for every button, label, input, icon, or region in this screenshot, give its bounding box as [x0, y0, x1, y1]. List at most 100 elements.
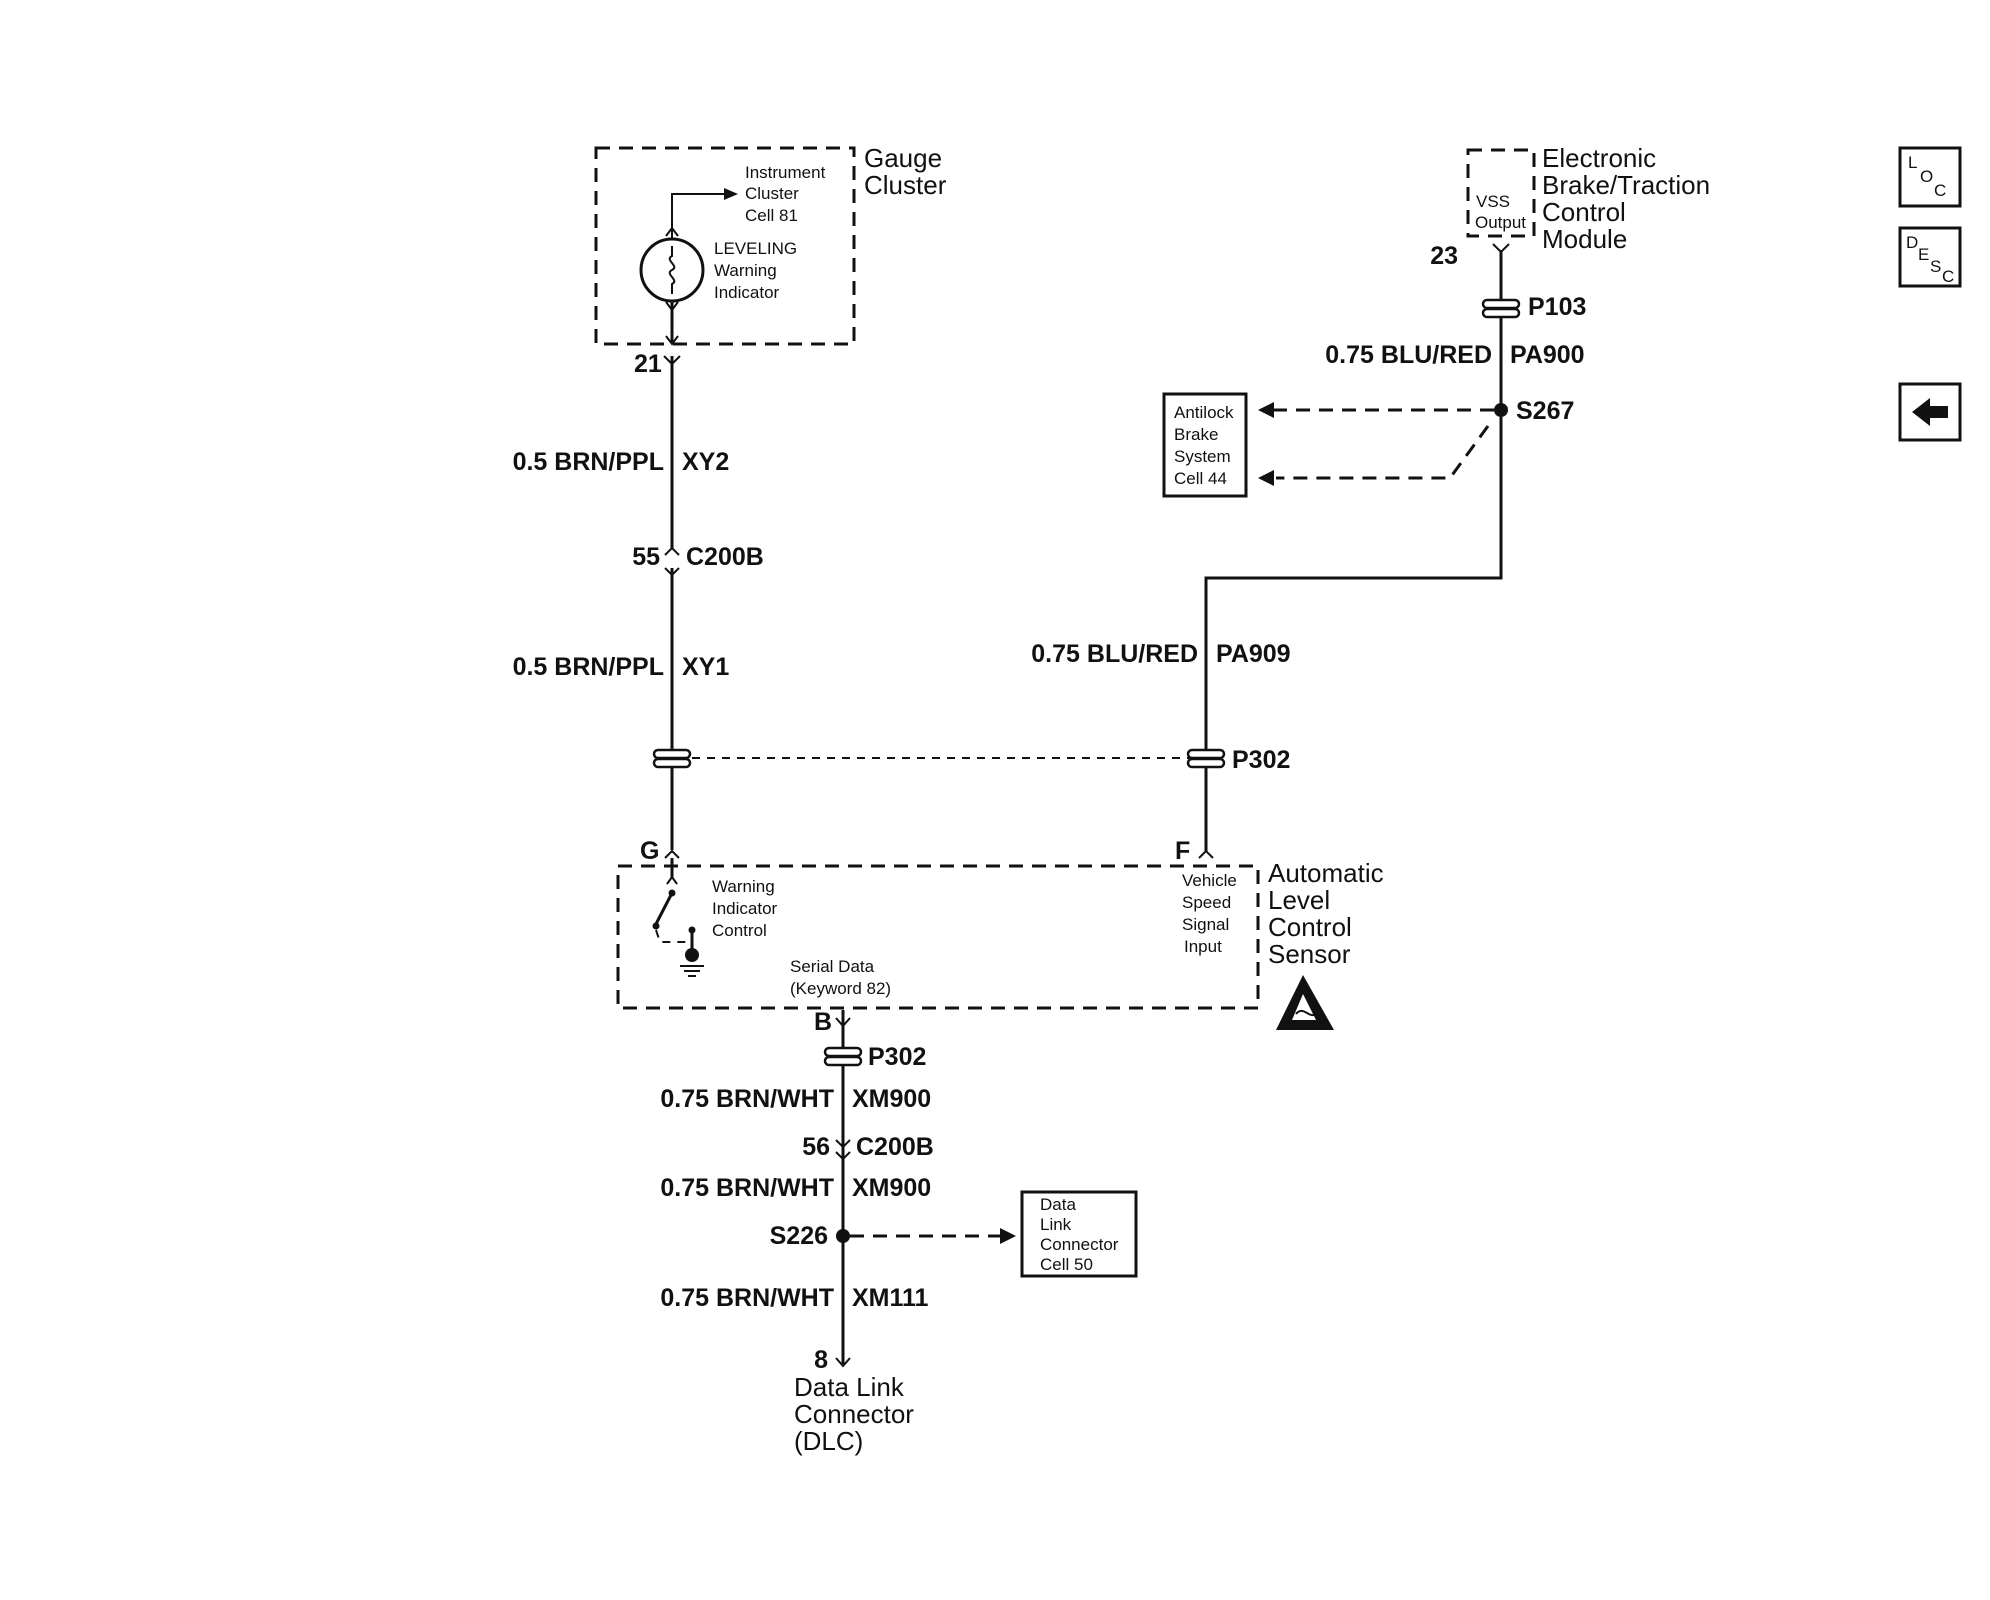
connector-c200b-top: 55 C200B [632, 543, 764, 577]
wire-pa909-circuit: PA909 [1216, 640, 1291, 668]
pin-terminal-icon [835, 1357, 851, 1368]
wire-xm111-circuit: XM111 [852, 1284, 929, 1312]
ebtcm-label-3: Control [1542, 197, 1626, 227]
c200b-bottom-pin: 56 [802, 1133, 830, 1161]
alc-sensor-label-2: Level [1268, 885, 1330, 915]
ebtcm-label-1: Electronic [1542, 143, 1656, 173]
arrow-right-icon [724, 188, 738, 200]
p302-bottom-label: P302 [868, 1043, 926, 1071]
alc-sensor-label-3: Control [1268, 912, 1352, 942]
splice-s226-dot [836, 1229, 850, 1243]
vss-input-label-2: Speed [1182, 893, 1231, 912]
abs-ref-line-1: Antilock [1174, 403, 1234, 422]
alc-pin-b: B [814, 1008, 832, 1036]
abs-cell-44-ref: Antilock Brake System Cell 44 [1162, 392, 1248, 498]
c200b-top-pin: 55 [632, 543, 660, 571]
wire-xm900b-circuit: XM900 [852, 1174, 931, 1202]
arrow-right-icon [1000, 1228, 1016, 1244]
wire-pa900-circuit: PA900 [1510, 341, 1585, 369]
p302-bottom-grommet [823, 1046, 863, 1067]
wire-xm111-gauge: 0.75 BRN/WHT [660, 1284, 834, 1312]
ebtcm-pin: 23 [1430, 242, 1458, 270]
gauge-cluster-label-2: Cluster [864, 170, 947, 200]
dlc-label-1: Data Link [794, 1372, 905, 1402]
desc-button[interactable]: D E S C [1898, 226, 1962, 288]
wire-pa909 [1204, 417, 1503, 852]
dlc-pin: 8 [814, 1346, 828, 1374]
dlc-label-3: (DLC) [794, 1426, 863, 1456]
switch-arm-icon [654, 892, 674, 925]
gauge-cluster-pin: 21 [634, 350, 662, 378]
p302-top-label: P302 [1232, 746, 1290, 774]
instrument-cluster-ref-2: Cluster [745, 184, 799, 203]
wire-pa900-gauge: 0.75 BLU/RED [1325, 341, 1492, 369]
alc-sensor: G F Warning Indicator Control Vehicle Sp… [616, 837, 1384, 1030]
connector-c200b-bottom: 56 C200B [802, 1133, 934, 1161]
vss-input-label-1: Vehicle [1182, 871, 1237, 890]
warning-control-label-1: Warning [712, 877, 775, 896]
bulb-filament-icon [668, 246, 676, 294]
ebtcm-module: VSS Output Electronic Brake/Traction Con… [1466, 143, 1710, 254]
abs-ref-line-3: System [1174, 447, 1231, 466]
splice-s226-label: S226 [770, 1222, 828, 1250]
serial-data-label-2: (Keyword 82) [790, 979, 891, 998]
wire-xm900a-circuit: XM900 [852, 1085, 931, 1113]
arrow-left-icon [1258, 402, 1274, 418]
dlc-ref-line-1: Data [1040, 1195, 1076, 1214]
dlc-cell-50-ref: Data Link Connector Cell 50 [1020, 1190, 1138, 1278]
esd-warning-icon [1276, 975, 1334, 1030]
loc-letter-l: L [1908, 153, 1917, 172]
loc-letter-c: C [1934, 181, 1946, 200]
alc-pin-g: G [640, 837, 659, 865]
p302-left-grommet [652, 748, 692, 769]
leveling-indicator-label-2: Warning [714, 261, 777, 280]
abs-link-bottom [1276, 425, 1490, 480]
dlc-ref-line-2: Link [1040, 1215, 1072, 1234]
dlc-ref-line-4: Cell 50 [1040, 1255, 1093, 1274]
loc-button[interactable]: L O C [1898, 146, 1962, 208]
alc-sensor-label-4: Sensor [1268, 939, 1351, 969]
desc-letter-c: C [1942, 267, 1954, 286]
wire-pa909-gauge: 0.75 BLU/RED [1031, 640, 1198, 668]
instrument-cluster-ref-3: Cell 81 [745, 206, 798, 225]
wire-xm900a-gauge: 0.75 BRN/WHT [660, 1085, 834, 1113]
p103-label: P103 [1528, 293, 1586, 321]
loc-letter-o: O [1920, 167, 1933, 186]
desc-letter-d: D [1906, 233, 1918, 252]
wire-xy1-circuit: XY1 [682, 653, 729, 681]
wire-xm900b-gauge: 0.75 BRN/WHT [660, 1174, 834, 1202]
dlc-ref-line-3: Connector [1040, 1235, 1119, 1254]
wire-xy2-gauge: 0.5 BRN/PPL [513, 448, 664, 476]
gauge-cluster-box [594, 146, 856, 346]
desc-letter-e: E [1918, 245, 1929, 264]
gauge-cluster-label-1: Gauge [864, 143, 942, 173]
warning-control-label-3: Control [712, 921, 767, 940]
alc-pin-f: F [1175, 837, 1190, 865]
dlc-label-2: Connector [794, 1399, 914, 1429]
abs-ref-line-2: Brake [1174, 425, 1218, 444]
warning-control-label-2: Indicator [712, 899, 778, 918]
instrument-cluster-ref-1: Instrument [745, 163, 826, 182]
ebtcm-box [1466, 148, 1536, 238]
ebtcm-label-4: Module [1542, 224, 1627, 254]
p103-grommet [1481, 298, 1521, 319]
alc-sensor-label-1: Automatic [1268, 858, 1384, 888]
gauge-cluster: Gauge Cluster Instrument Cluster Cell 81… [594, 143, 947, 346]
back-button[interactable] [1898, 382, 1962, 442]
wire-xy2-circuit: XY2 [682, 448, 729, 476]
abs-ref-line-4: Cell 44 [1174, 469, 1227, 488]
ground-icon [685, 948, 699, 962]
splice-s267-label: S267 [1516, 397, 1574, 425]
arrow-left-icon [1912, 398, 1948, 426]
vss-input-label-4: Input [1184, 937, 1222, 956]
leveling-indicator-label-1: LEVELING [714, 239, 797, 258]
desc-letter-s: S [1930, 257, 1941, 276]
splice-s267-dot [1494, 403, 1508, 417]
p302-right-grommet [1186, 748, 1226, 769]
instrument-cluster-link [671, 193, 726, 232]
ebtcm-label-2: Brake/Traction [1542, 170, 1710, 200]
connector-terminal-icon [664, 546, 680, 556]
c200b-top-name: C200B [686, 543, 764, 571]
arrow-left-icon [1258, 470, 1274, 486]
